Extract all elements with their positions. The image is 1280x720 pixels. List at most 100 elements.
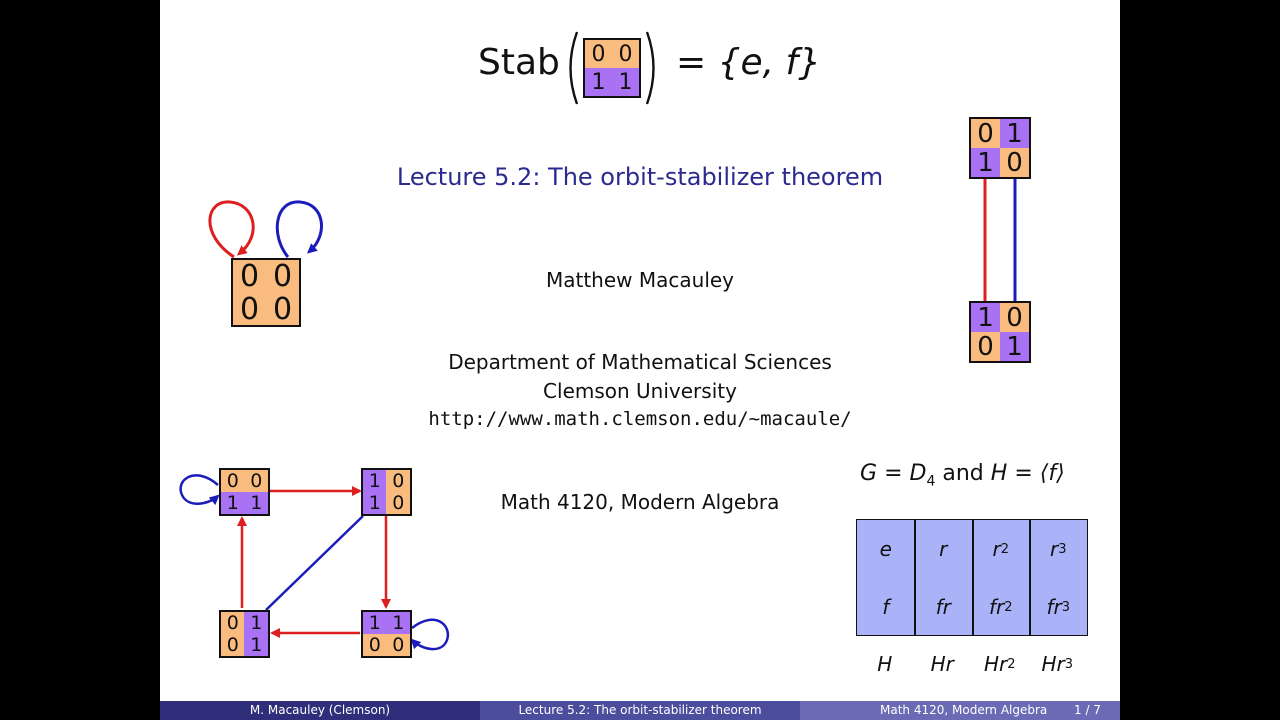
- coset-label-text-3: Hr: [1041, 652, 1065, 676]
- tr00: 1: [368, 470, 381, 492]
- loop-br-blue: [410, 618, 450, 651]
- cap-D: D: [909, 461, 927, 486]
- rb10: 0: [977, 331, 994, 362]
- department: Department of Mathematical Sciences: [448, 350, 832, 374]
- rb01: 0: [1006, 302, 1023, 333]
- coset-label-0: H: [856, 650, 914, 678]
- author: Matthew Macauley: [545, 268, 735, 292]
- bl11: 1: [250, 634, 263, 656]
- coset-label-1: Hr: [914, 650, 972, 678]
- left-paren: [569, 31, 579, 105]
- cap-gen: ⟨f⟩: [1039, 461, 1065, 486]
- tr01: 0: [392, 470, 405, 492]
- loop-blue: [275, 200, 323, 258]
- coset-bottom-text-0: f: [882, 595, 890, 619]
- coset-bottom-text-3: fr: [1046, 595, 1062, 619]
- z01: 0: [272, 259, 293, 294]
- z10: 0: [239, 292, 260, 327]
- url-link[interactable]: http://www.math.clemson.edu/~macaule/: [428, 408, 852, 430]
- tl00: 0: [226, 470, 239, 492]
- footer-center-text: Lecture 5.2: The orbit-stabilizer theore…: [518, 703, 762, 717]
- bl01: 1: [250, 612, 263, 634]
- footer-center: Lecture 5.2: The orbit-stabilizer theore…: [480, 701, 800, 720]
- stab-m01: 0: [618, 41, 633, 67]
- stab-word: Stab: [478, 42, 560, 83]
- group-caption: G = D4 and H = ⟨f⟩: [860, 461, 1090, 489]
- cap-eq2: =: [1014, 461, 1033, 486]
- coset-bottom-text-1: fr: [935, 595, 951, 619]
- br00: 1: [368, 612, 381, 634]
- coset-label-text-1: Hr: [930, 652, 954, 676]
- lecture-title: Lecture 5.2: The orbit-stabilizer theore…: [396, 163, 884, 191]
- coset-bottom-sup-3: 3: [1061, 599, 1071, 615]
- z00: 0: [239, 259, 260, 294]
- cap-H: H: [990, 461, 1008, 486]
- coset-bottom-sup-2: 2: [1004, 599, 1013, 615]
- right-edges: [983, 176, 1017, 304]
- coset-cell-bottom-0: f: [857, 588, 915, 626]
- coset-top-sup-2: 2: [1000, 541, 1009, 557]
- br10: 0: [368, 634, 381, 656]
- coset-top-text-0: e: [879, 537, 892, 561]
- coset-top-sup-3: 3: [1058, 541, 1067, 557]
- coset-top-text-3: r: [1049, 537, 1059, 561]
- edge-tr-bl-blue: [265, 515, 364, 611]
- coset-label-text-0: H: [877, 652, 893, 676]
- footer-page-number: 1 / 7: [1074, 703, 1101, 717]
- stab-m10: 1: [591, 69, 606, 95]
- rt01: 1: [1006, 118, 1023, 149]
- stab-result: = {e, f}: [676, 42, 822, 83]
- rb11: 1: [1006, 331, 1023, 362]
- coset-top-text-1: r: [939, 537, 948, 561]
- coset-label-text-2: Hr: [983, 652, 1008, 676]
- br01: 1: [392, 612, 405, 634]
- rt00: 0: [977, 118, 994, 149]
- footer-left-text: M. Macauley (Clemson): [249, 703, 391, 717]
- cap-D-sub: 4: [926, 473, 936, 490]
- loop-tl-blue: [179, 474, 220, 506]
- cap-and: and: [942, 461, 984, 486]
- orbit-graph-edges: [179, 474, 450, 651]
- university: Clemson University: [543, 379, 737, 403]
- footer-left: M. Macauley (Clemson): [160, 701, 480, 720]
- footer-right: Math 4120, Modern Algebra 1 / 7: [800, 701, 1120, 720]
- coset-bottom-text-2: fr: [988, 595, 1005, 619]
- tr11: 0: [392, 492, 405, 514]
- footer-right-text: Math 4120, Modern Algebra: [880, 703, 1048, 717]
- coset-label-sup-2: 2: [1007, 656, 1016, 672]
- coset-cell-top-1: r: [915, 530, 973, 568]
- loop-red: [208, 200, 255, 259]
- z11: 0: [272, 292, 293, 327]
- cap-G: G: [860, 461, 878, 486]
- rt10: 1: [977, 147, 994, 178]
- rt11: 0: [1006, 147, 1023, 178]
- cap-eq1: =: [884, 461, 903, 486]
- course-name: Math 4120, Modern Algebra: [500, 490, 780, 514]
- coset-top-text-2: r: [992, 537, 1001, 561]
- coset-label-sup-3: 3: [1064, 656, 1074, 672]
- footer-bar: M. Macauley (Clemson) Lecture 5.2: The o…: [160, 701, 1120, 720]
- br11: 0: [392, 634, 405, 656]
- tl10: 1: [226, 492, 239, 514]
- rb00: 1: [977, 302, 994, 333]
- coset-cell-top-0: e: [857, 530, 915, 568]
- bl10: 0: [226, 634, 239, 656]
- right-paren: [645, 31, 655, 105]
- bl00: 0: [226, 612, 239, 634]
